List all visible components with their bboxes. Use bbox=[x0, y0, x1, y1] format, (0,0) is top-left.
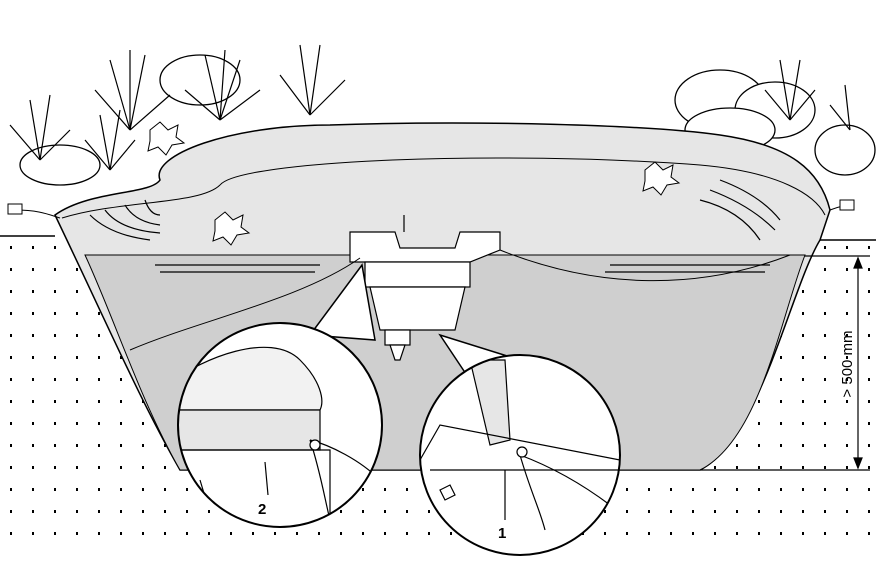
callout-right-number: 1 bbox=[498, 525, 506, 542]
ripples bbox=[89, 179, 781, 273]
water-lilies bbox=[147, 121, 681, 246]
depth-dimension bbox=[700, 255, 870, 471]
callout-left-number: 2 bbox=[258, 501, 266, 518]
callout-left-detail bbox=[177, 322, 383, 528]
pond-skimmer-device bbox=[349, 215, 501, 361]
callout-right-detail bbox=[419, 354, 621, 556]
callout-left-pointer bbox=[308, 263, 376, 341]
cable-anchors bbox=[7, 199, 855, 215]
depth-label: > 500 mm bbox=[839, 330, 856, 397]
reed-plants bbox=[9, 44, 851, 171]
